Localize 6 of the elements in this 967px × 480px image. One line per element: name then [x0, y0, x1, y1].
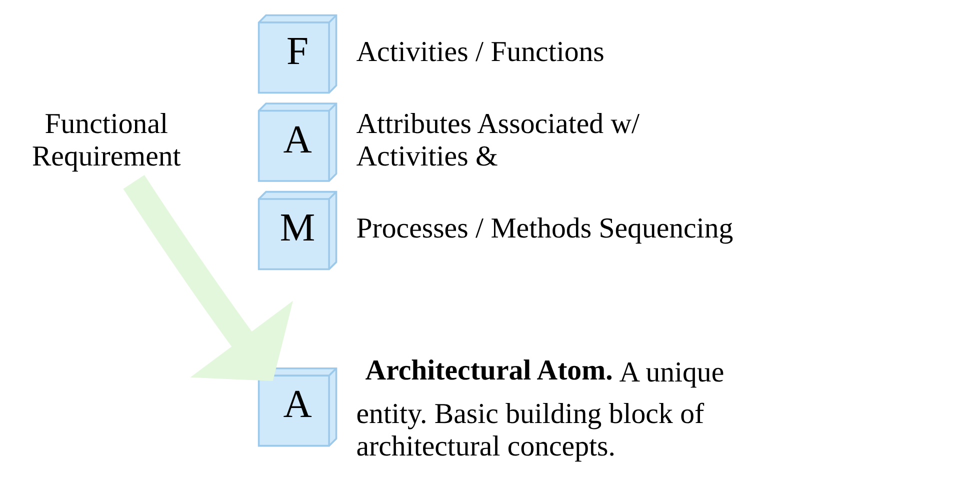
- node-label: Attributes Associated w/ Activities &: [356, 108, 640, 172]
- node-text: Functional Requirement: [31, 108, 180, 172]
- node-label: Architectural Atom. A unique entity. Basic building block of architectural concepts.: [356, 354, 724, 462]
- arrow: [122, 175, 293, 382]
- node-label: Processes / Methods Sequencing: [356, 212, 733, 244]
- node-label: Activities / Functions: [356, 36, 604, 68]
